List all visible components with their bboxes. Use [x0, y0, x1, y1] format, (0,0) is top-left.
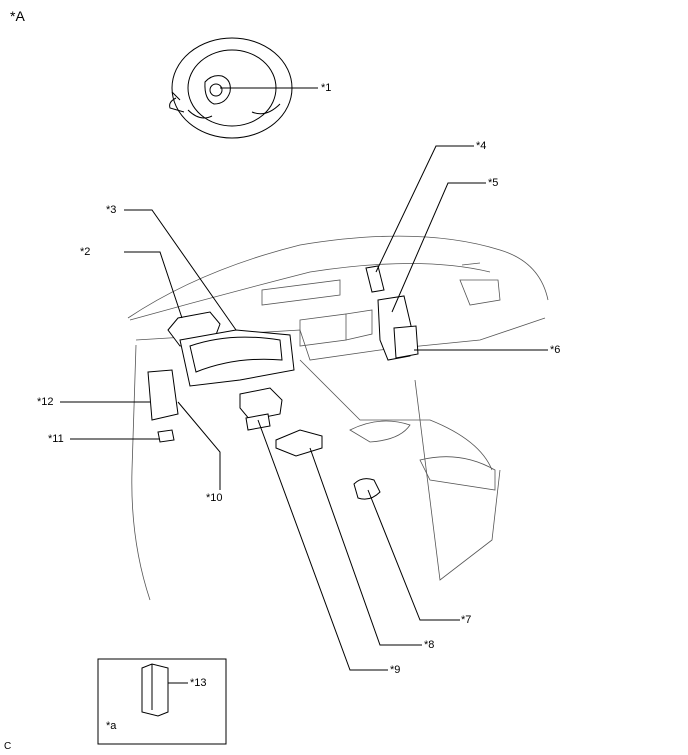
- callout-8: *8: [424, 639, 435, 651]
- callout-5: *5: [488, 177, 499, 189]
- callout-1: *1: [321, 82, 332, 94]
- component-parts: [147, 265, 419, 500]
- dashboard-outline: [127, 235, 549, 601]
- callout-13: *13: [190, 677, 207, 689]
- callout-3: *3: [106, 204, 117, 216]
- callout-9: *9: [390, 664, 401, 676]
- callout-10: *10: [206, 492, 223, 504]
- callout-7: *7: [461, 614, 472, 626]
- footer-code: C: [4, 741, 12, 752]
- leader-lines: [60, 87, 548, 671]
- view-label: *A: [10, 8, 25, 24]
- callout-4: *4: [476, 140, 487, 152]
- inset-label: *a: [106, 720, 117, 732]
- callout-6: *6: [550, 344, 561, 356]
- callout-12: *12: [37, 396, 54, 408]
- inset-box: [97, 658, 227, 745]
- callout-2: *2: [80, 246, 91, 258]
- callout-11: *11: [48, 433, 64, 445]
